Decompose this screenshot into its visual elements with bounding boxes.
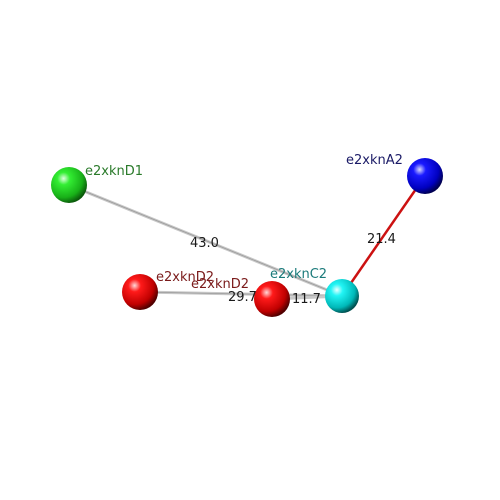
distance-d1-c2-label: 43.0 (190, 236, 219, 251)
atom-d2-left-sphere[interactable] (122, 274, 158, 310)
atom-d2-mid-sphere[interactable] (254, 281, 290, 317)
atom-c2-label: e2xknC2 (270, 267, 327, 282)
atom-d2-left-label: e2xknD2 (156, 270, 214, 285)
bond-d2left-c2-edge (139, 291, 343, 297)
distance-d2left-c2-label: 29.7 (228, 290, 257, 305)
bond-a2-c2 (340, 175, 427, 297)
atom-a2-label: e2xknA2 (346, 153, 403, 168)
atom-d1-label: e2xknD1 (85, 164, 143, 179)
atom-c2-sphere[interactable] (325, 279, 359, 313)
atom-d2-mid-label: e2xknD2 (191, 277, 249, 292)
atom-a2-sphere[interactable] (407, 158, 443, 194)
distance-a2-c2-label: 21.4 (367, 232, 396, 247)
bond-d1-c2-edge (68, 184, 343, 297)
distance-d2mid-c2-label: 11.7 (292, 292, 321, 307)
atom-d1-sphere[interactable] (51, 167, 87, 203)
